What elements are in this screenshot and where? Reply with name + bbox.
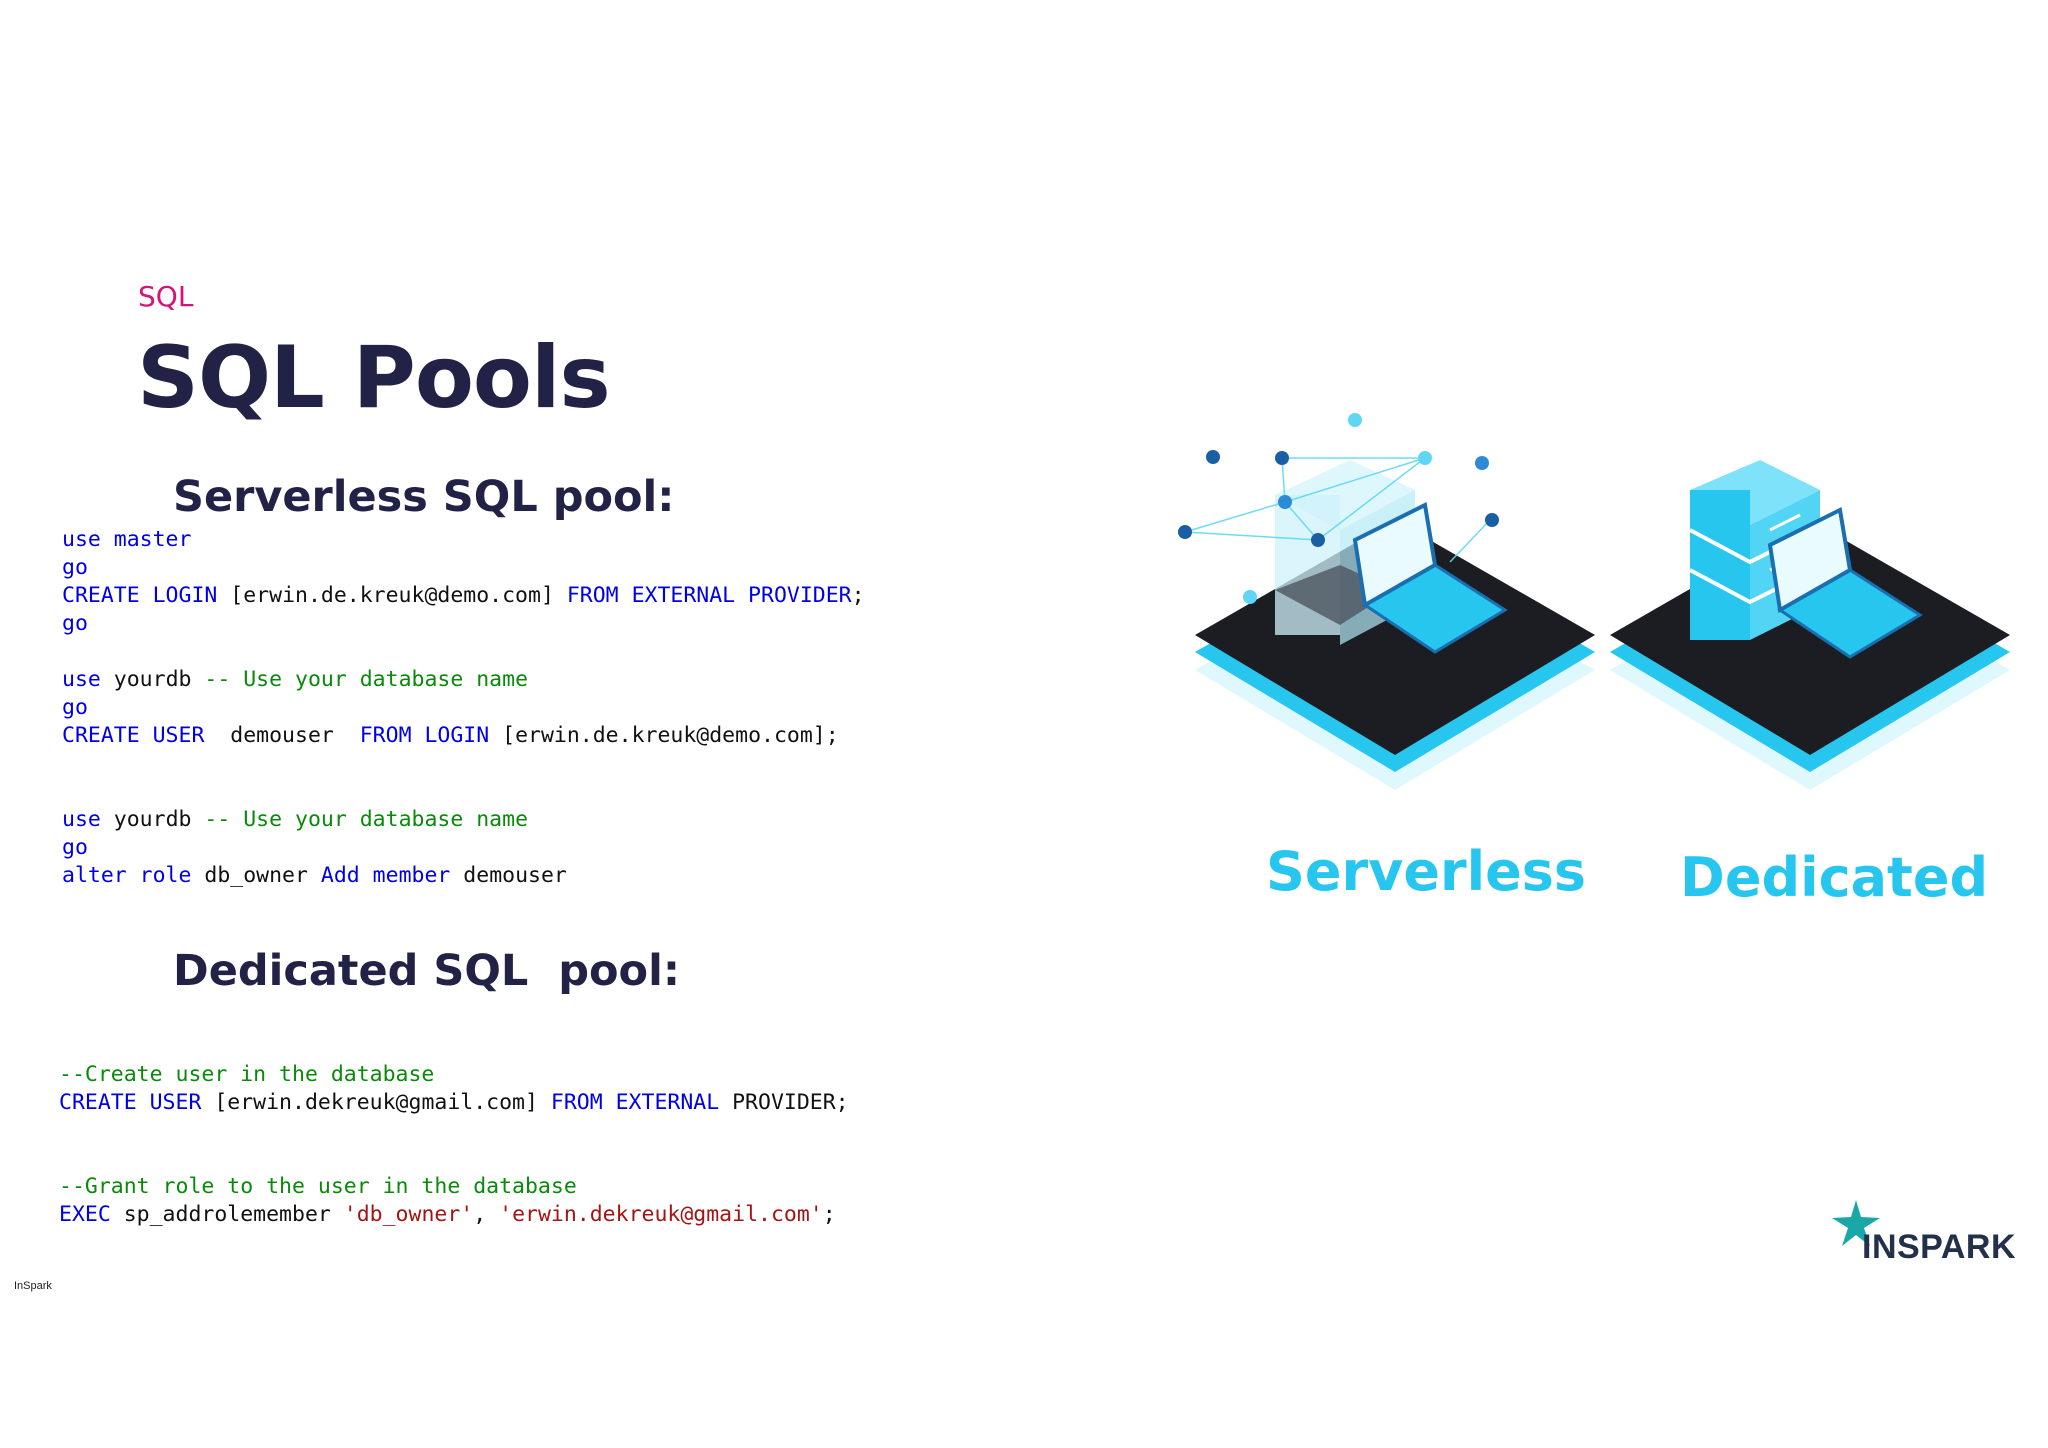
code-token: use [62,807,101,832]
code-line [62,778,865,806]
code-token: demouser [450,863,567,888]
sql-pools-illustration [1178,413,2010,790]
serverless-label: Serverless [1266,840,1587,903]
code-line: CREATE USER [erwin.dekreuk@gmail.com] FR… [59,1089,849,1117]
code-token: db_owner [191,863,321,888]
code-token: -- Use your database name [204,667,529,692]
inspark-logo-text: INSPARK [1862,1228,2016,1266]
code-token: -- Use your database name [204,807,529,832]
code-token: alter role [62,863,192,888]
code-line [62,750,865,778]
dedicated-platform-illustration [1610,460,2010,790]
code-line: --Grant role to the user in the database [59,1173,849,1201]
code-token: 'erwin.dekreuk@gmail.com' [499,1202,823,1227]
code-token: Add member [320,863,451,888]
code-line: alter role db_owner Add member demouser [62,862,865,890]
serverless-heading: Serverless SQL pool: [173,472,675,522]
code-token: ; [851,583,865,608]
code-token: FROM LOGIN [359,723,490,748]
code-token: [erwin.dekreuk@gmail.com] [201,1090,551,1115]
serverless-platform-illustration [1178,413,1595,790]
code-token: EXEC [59,1202,111,1227]
code-token: CREATE USER [62,723,205,748]
code-line [59,1117,849,1145]
code-token: FROM EXTERNAL PROVIDER [566,583,852,608]
code-token: sp_addrolemember [110,1202,344,1227]
code-token: use [62,667,101,692]
code-token: --Grant role to the user in the database [59,1174,577,1199]
code-line: CREATE USER demouser FROM LOGIN [erwin.d… [62,722,865,750]
code-line: go [62,834,865,862]
code-token: --Create user in the database [59,1062,435,1087]
code-token: yourdb [100,807,205,832]
code-line [62,638,865,666]
code-token: go [62,835,88,860]
code-token: 'db_owner' [343,1202,474,1227]
code-token: , [473,1202,500,1227]
code-line: go [62,610,865,638]
code-token: FROM EXTERNAL [550,1090,720,1115]
code-token: CREATE USER [59,1090,202,1115]
code-line: go [62,554,865,582]
code-line: --Create user in the database [59,1061,849,1089]
code-token: go [62,695,88,720]
code-line: use master [62,526,865,554]
code-token: go [62,555,88,580]
slide-title: SQL Pools [137,328,611,428]
code-token: CREATE LOGIN [62,583,218,608]
code-token: ; [822,1202,836,1227]
code-token: go [62,611,88,636]
code-line [59,1145,849,1173]
code-line: CREATE LOGIN [erwin.de.kreuk@demo.com] F… [62,582,865,610]
code-line: EXEC sp_addrolemember 'db_owner', 'erwin… [59,1201,849,1229]
inspark-star-icon [1832,1200,1880,1246]
code-token: demouser [204,723,360,748]
code-token: [erwin.de.kreuk@demo.com]; [489,723,839,748]
code-line: use yourdb -- Use your database name [62,666,865,694]
code-token: PROVIDER; [719,1090,849,1115]
dedicated-heading: Dedicated SQL pool: [173,946,681,996]
code-line: use yourdb -- Use your database name [62,806,865,834]
footer-label: InSpark [14,1280,52,1292]
code-token: use master [62,527,192,552]
code-token: yourdb [100,667,205,692]
code-line: go [62,694,865,722]
dedicated-label: Dedicated [1680,846,1989,909]
section-label: SQL [138,280,194,313]
code-token: [erwin.de.kreuk@demo.com] [217,583,567,608]
